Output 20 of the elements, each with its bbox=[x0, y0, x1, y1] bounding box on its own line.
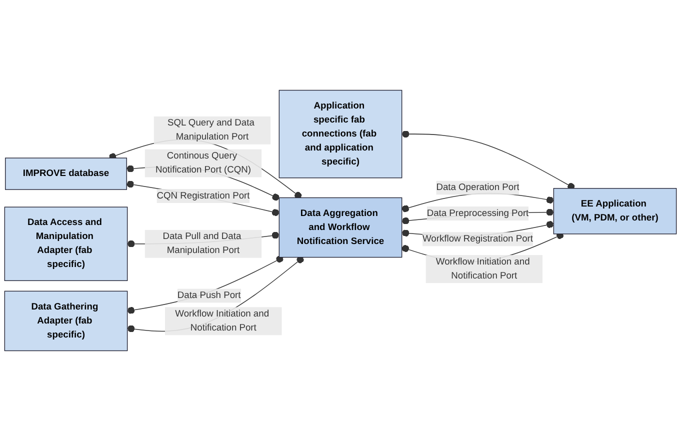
edge-label: Data Operation Port bbox=[436, 182, 520, 192]
node-box: Data Gathering Adapter (fab specific) bbox=[4, 290, 128, 352]
edge-label: Continous Query Notification Port (CQN) bbox=[155, 151, 252, 175]
node-box: EE Application (VM, PDM, or other) bbox=[553, 188, 677, 234]
edge-label: SQL Query and Data Manipulation Port bbox=[167, 118, 254, 142]
edge-label: Data Pull and Data Manipulation Port bbox=[162, 232, 242, 256]
node-box: IMPROVE database bbox=[5, 158, 127, 190]
connector bbox=[126, 256, 304, 332]
node-box: Application specific fab connections (fab and application specific) bbox=[278, 90, 402, 178]
edge-label: Workflow Initiation and Notification Port bbox=[436, 256, 530, 281]
edge-label: Workflow Registration Port bbox=[422, 234, 533, 244]
node-box: Data Access and Manipulation Adapter (fab specific) bbox=[4, 206, 128, 281]
connector bbox=[401, 130, 575, 190]
edge-label: Workflow Initiation and Notification Port bbox=[175, 308, 270, 333]
node-box: Data Aggregation and Workflow Notification Service bbox=[278, 197, 402, 258]
edge-label: Data Preprocessing Port bbox=[426, 208, 529, 218]
connector bbox=[126, 256, 284, 314]
edge-label: Data Push Port bbox=[177, 290, 241, 300]
edge-label: CQN Registration Port bbox=[156, 190, 250, 201]
connector bbox=[126, 180, 280, 216]
